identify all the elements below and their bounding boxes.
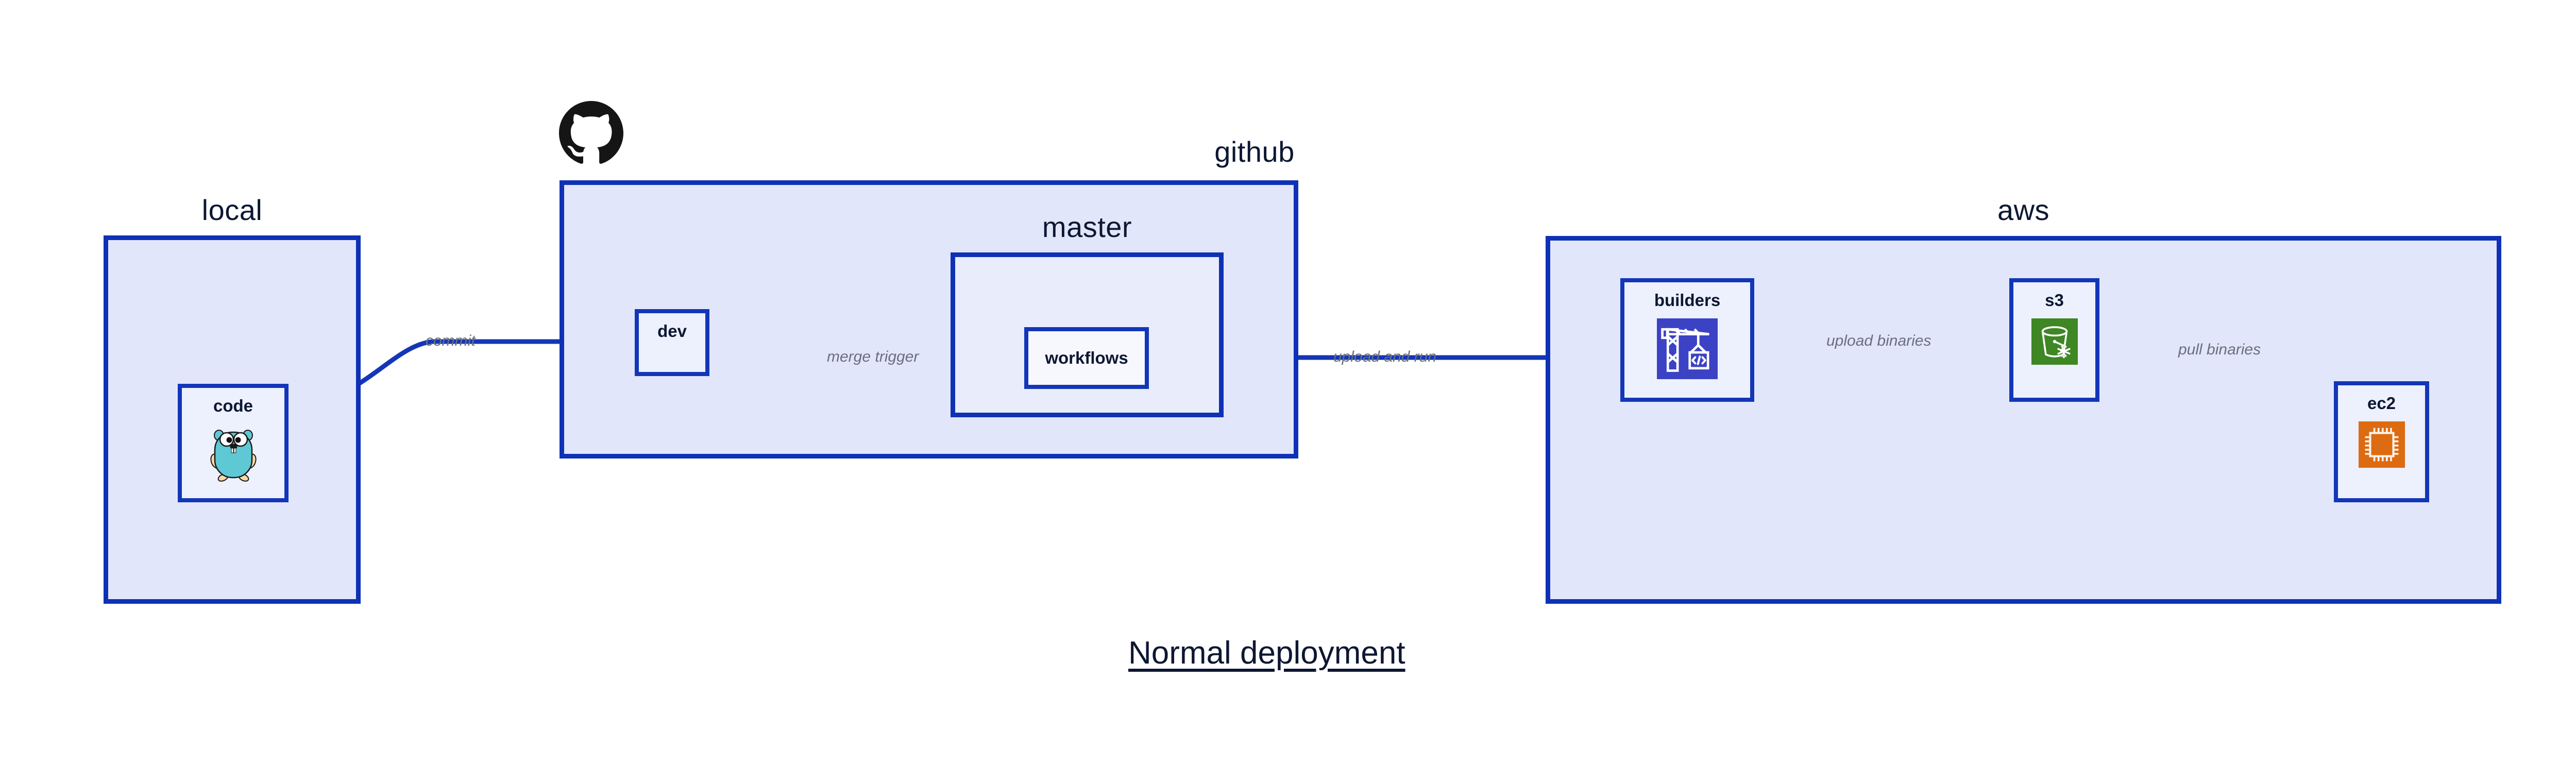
node-label-builders: builders bbox=[1654, 291, 1721, 310]
node-label-dev: dev bbox=[657, 321, 687, 341]
edge-label-pull-binaries: pull binaries bbox=[2178, 341, 2261, 358]
github-octocat-logo bbox=[559, 101, 623, 168]
node-label-workflows: workflows bbox=[1045, 348, 1128, 367]
group-label-local: local bbox=[201, 194, 263, 226]
aws-codebuild-crane-icon bbox=[1657, 318, 1718, 382]
group-label-github: github bbox=[1214, 135, 1295, 168]
go-gopher-icon bbox=[209, 424, 258, 484]
aws-s3-glacier-bucket-icon bbox=[2031, 318, 2078, 367]
node-builders[interactable]: builders bbox=[1620, 278, 1754, 402]
edge-label-upload-binaries: upload binaries bbox=[1826, 332, 1931, 349]
node-code[interactable]: code bbox=[178, 384, 289, 502]
group-label-aws: aws bbox=[1997, 194, 2050, 226]
node-label-ec2: ec2 bbox=[2367, 394, 2396, 413]
node-s3[interactable]: s3 bbox=[2009, 278, 2099, 402]
aws-ec2-chip-icon bbox=[2358, 421, 2405, 470]
group-label-master: master bbox=[1042, 211, 1132, 243]
node-label-s3: s3 bbox=[2045, 291, 2064, 310]
node-workflows[interactable]: workflows bbox=[1024, 327, 1149, 389]
node-dev[interactable]: dev bbox=[635, 309, 709, 376]
edge-label-merge-trigger: merge trigger bbox=[827, 348, 919, 365]
diagram-title: Normal deployment bbox=[1128, 635, 1405, 671]
node-ec2[interactable]: ec2 bbox=[2334, 381, 2429, 502]
node-label-code: code bbox=[213, 396, 253, 415]
edge-label-upload-and-run: upload and run bbox=[1333, 348, 1437, 365]
edge-label-commit: commit bbox=[426, 332, 476, 349]
